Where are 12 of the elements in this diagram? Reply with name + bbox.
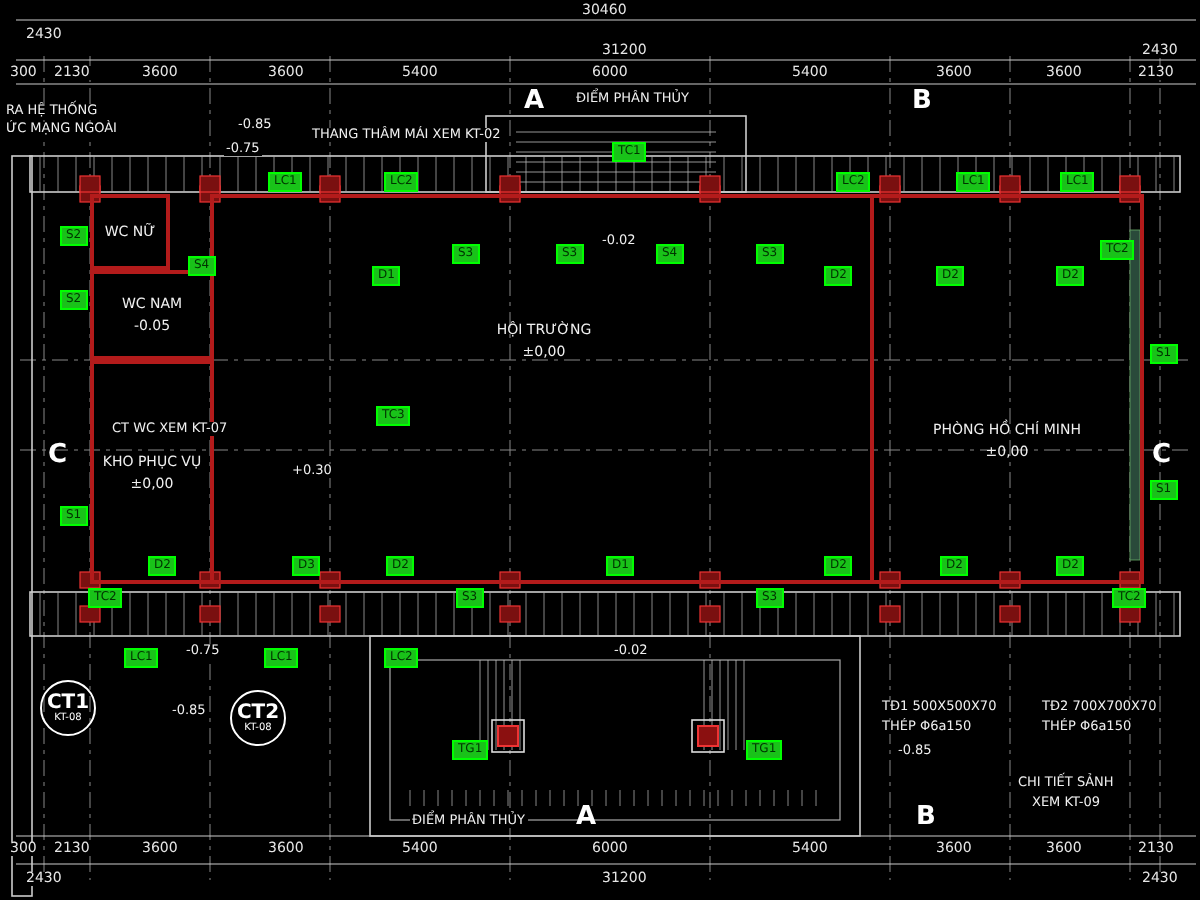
section-mark: C xyxy=(1152,442,1172,468)
meeting-room xyxy=(870,194,1144,584)
detail-number: CT2 xyxy=(236,703,280,723)
toilet-room xyxy=(90,194,170,270)
detail-callout-circle xyxy=(230,690,286,746)
section-mark: C xyxy=(48,442,68,468)
detail-callout-circle xyxy=(40,680,96,736)
detail-number: CT1 xyxy=(46,693,90,713)
section-mark: A xyxy=(576,804,597,830)
section-mark: B xyxy=(912,88,932,114)
section-mark: A xyxy=(524,88,545,114)
section-mark: B xyxy=(916,804,936,830)
